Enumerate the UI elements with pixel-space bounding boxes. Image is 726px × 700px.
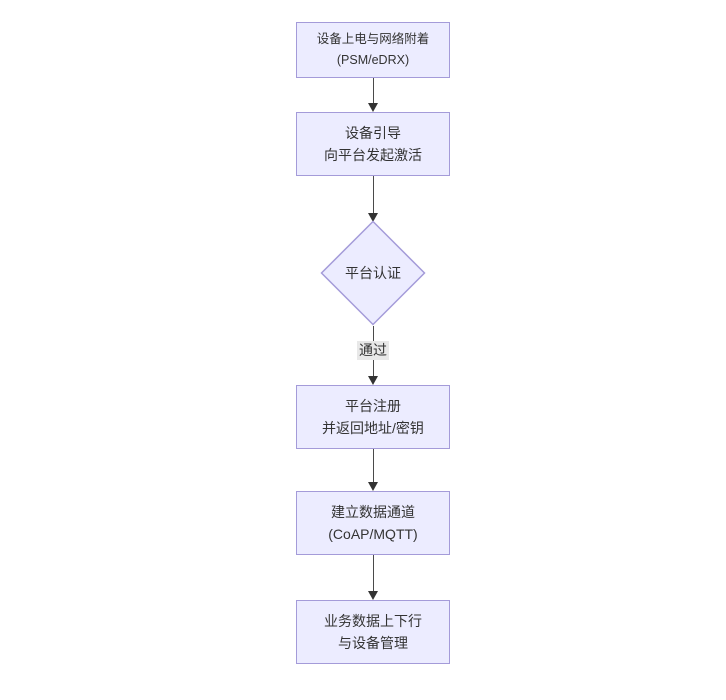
arrow-down-icon [368,103,378,112]
node-bootstrap-line2: 向平台发起激活 [324,147,422,163]
edge-line [372,78,374,105]
arrow-down-icon [368,213,378,222]
arrow-down-icon [368,482,378,491]
node-bootstrap: 设备引导 向平台发起激活 [296,112,450,176]
node-business-data-line1: 业务数据上下行 [324,613,422,629]
edge-channel-to-business [367,555,379,600]
node-power-attach-line1: 设备上电与网络附着 [316,32,430,46]
node-platform-register-line1: 平台注册 [345,398,401,414]
node-data-channel-line2: (CoAP/MQTT) [328,526,418,542]
node-bootstrap-line1: 设备引导 [345,125,401,141]
node-platform-register-line2: 并返回地址/密钥 [322,420,424,436]
arrow-down-icon [368,376,378,385]
node-power-attach: 设备上电与网络附着 (PSM/eDRX) [296,22,450,78]
node-data-channel-line1: 建立数据通道 [331,504,415,520]
edge-bootstrap-to-auth [367,176,379,222]
edge-register-to-channel [367,449,379,491]
node-business-data-line2: 与设备管理 [338,635,408,651]
edge-line [372,449,374,484]
node-data-channel: 建立数据通道 (CoAP/MQTT) [296,491,450,555]
edge-label-pass: 通过 [357,341,389,360]
node-business-data: 业务数据上下行 与设备管理 [296,600,450,664]
edge-power-to-bootstrap [367,78,379,112]
node-platform-register: 平台注册 并返回地址/密钥 [296,385,450,449]
decision-platform-auth: 平台认证 [320,220,426,326]
arrow-down-icon [368,591,378,600]
edge-line [372,176,374,215]
edge-line [372,555,374,593]
diamond-shape [320,220,426,326]
node-power-attach-line2: (PSM/eDRX) [336,53,410,67]
